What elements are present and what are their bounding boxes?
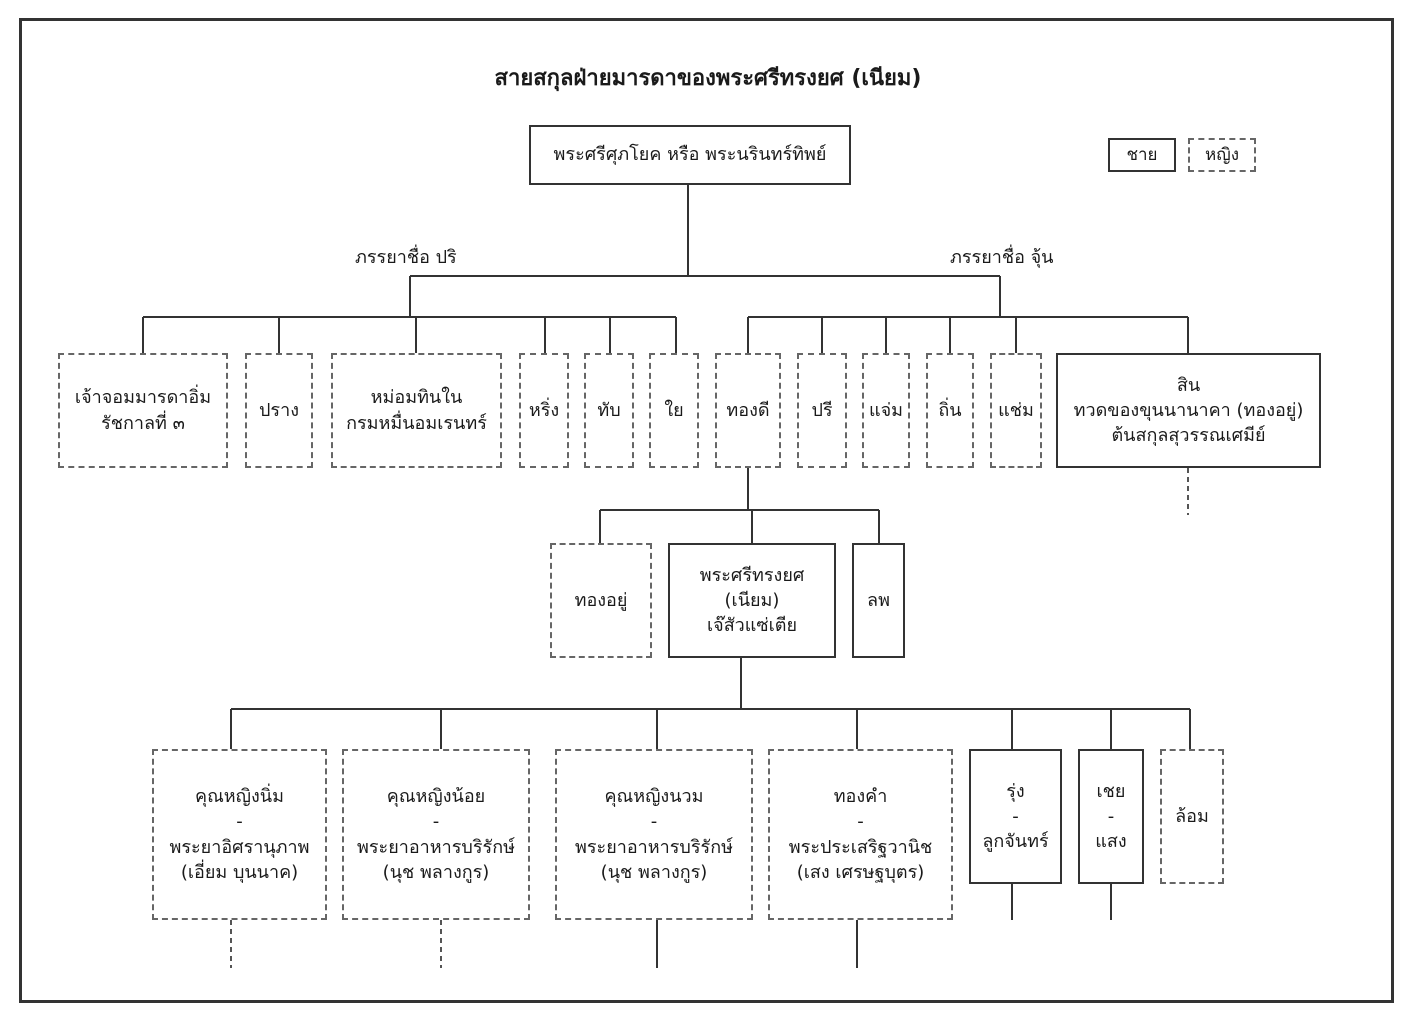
person-ring: หริ่ง [519,353,569,468]
person-note: รัชกาลที่ ๓ [101,412,185,434]
person-khunying-noi: คุณหญิงน้อย - พระยาอาหารบริรักษ์ (นุช พล… [342,749,530,920]
person-name: ถิ่น [938,399,962,421]
person-name: ปรี [811,399,833,421]
person-khunying-nim: คุณหญิงนิ่ม - พระยาอิศรานุภาพ (เอี่ยม บุ… [152,749,327,920]
spouse-note: (นุช พลางกูร) [382,861,490,883]
person-name: เชย [1096,780,1126,802]
person-note: ทวดของขุนนานาคา (ทองอยู่) [1073,399,1304,421]
person-name: พระศรีทรงยศ [699,564,805,586]
person-lom: ล้อม [1160,749,1224,884]
person-chaem: แช่ม [990,353,1042,468]
person-thongdi: ทองดี [715,353,781,468]
person-name: เจ้าจอมมารดาอิ่ม [74,387,212,409]
person-name: ล้อม [1175,805,1209,827]
person-name: สิน [1176,374,1201,396]
separator: - [432,811,440,833]
wife-left-label: ภรรยาชื่อ ปริ [355,247,457,268]
spouse-note: (เสง เศรษฐบุตร) [796,861,925,883]
person-note: เจ๊สัวแซ่เตีย [707,615,797,637]
root-person: พระศรีศุภโยค หรือ พระนรินทร์ทิพย์ [529,125,851,185]
spouse-note: (เอี่ยม บุนนาค) [180,861,299,883]
person-note: กรมหมื่นอมเรนทร์ [346,412,487,434]
person-thongkham: ทองคำ - พระประเสริฐวานิช (เสง เศรษฐบุตร) [768,749,953,920]
person-thap: ทับ [584,353,634,468]
spouse-name: แสง [1095,831,1127,853]
diagram-frame [19,18,1394,1003]
diagram-title: สายสกุลฝ่ายมารดาของพระศรีทรงยศ (เนียม) [494,66,922,91]
person-name: ลพ [867,589,890,611]
person-name: คุณหญิงนวม [604,786,704,808]
person-rung: รุ่ง - ลูกจันทร์ [969,749,1062,884]
legend-male: ชาย [1108,138,1176,172]
person-name: ทองคำ [833,786,888,808]
person-name: แจ่ม [868,399,903,421]
person-name: ทองอยู่ [574,589,628,611]
person-khunying-nuam: คุณหญิงนวม - พระยาอาหารบริรักษ์ (นุช พลา… [555,749,753,920]
person-thin: ถิ่น [926,353,974,468]
spouse-note: (นุช พลางกูร) [600,861,708,883]
person-jaem: แจ่ม [862,353,910,468]
person-choei: เชย - แสง [1078,749,1144,884]
person-mom-thin: หม่อมทินใน กรมหมื่นอมเรนทร์ [331,353,502,468]
person-name: ทองดี [726,399,770,421]
person-name: ใย [664,399,684,421]
person-name: หม่อมทินใน [370,387,463,409]
person-phra-si-songyot: พระศรีทรงยศ (เนียม) เจ๊สัวแซ่เตีย [668,543,836,658]
separator: - [1012,805,1019,827]
root-name: พระศรีศุภโยค หรือ พระนรินทร์ทิพย์ [553,144,827,166]
person-name: ปราง [259,399,299,421]
separator: - [857,811,864,833]
person-name: คุณหญิงน้อย [386,786,486,808]
person-name: รุ่ง [1006,780,1025,802]
person-name: แช่ม [998,399,1034,421]
person-name: ทับ [597,399,621,421]
separator: - [1107,805,1115,827]
person-note: ต้นสกุลสุวรรณเศมีย์ [1111,425,1266,447]
person-name: หริ่ง [528,399,560,421]
spouse-name: ลูกจันทร์ [982,831,1049,853]
spouse-name: พระยาอิศรานุภาพ [169,836,310,858]
person-yai: ใย [649,353,699,468]
separator: - [650,811,658,833]
person-thong-yu: ทองอยู่ [550,543,652,658]
wife-right-label: ภรรยาชื่อ จุ้น [950,247,1054,268]
spouse-name: พระยาอาหารบริรักษ์ [357,836,515,858]
person-note: (เนียม) [724,589,780,611]
spouse-name: พระยาอาหารบริรักษ์ [575,836,733,858]
person-name: คุณหญิงนิ่ม [195,786,284,808]
person-sin: สิน ทวดของขุนนานาคา (ทองอยู่) ต้นสกุลสุว… [1056,353,1321,468]
person-prang: ปราง [245,353,313,468]
person-pri: ปรี [797,353,847,468]
person-jao-jom-im: เจ้าจอมมารดาอิ่ม รัชกาลที่ ๓ [58,353,228,468]
person-lop: ลพ [852,543,905,658]
legend-female: หญิง [1188,138,1256,172]
separator: - [236,811,243,833]
spouse-name: พระประเสริฐวานิช [788,836,933,858]
